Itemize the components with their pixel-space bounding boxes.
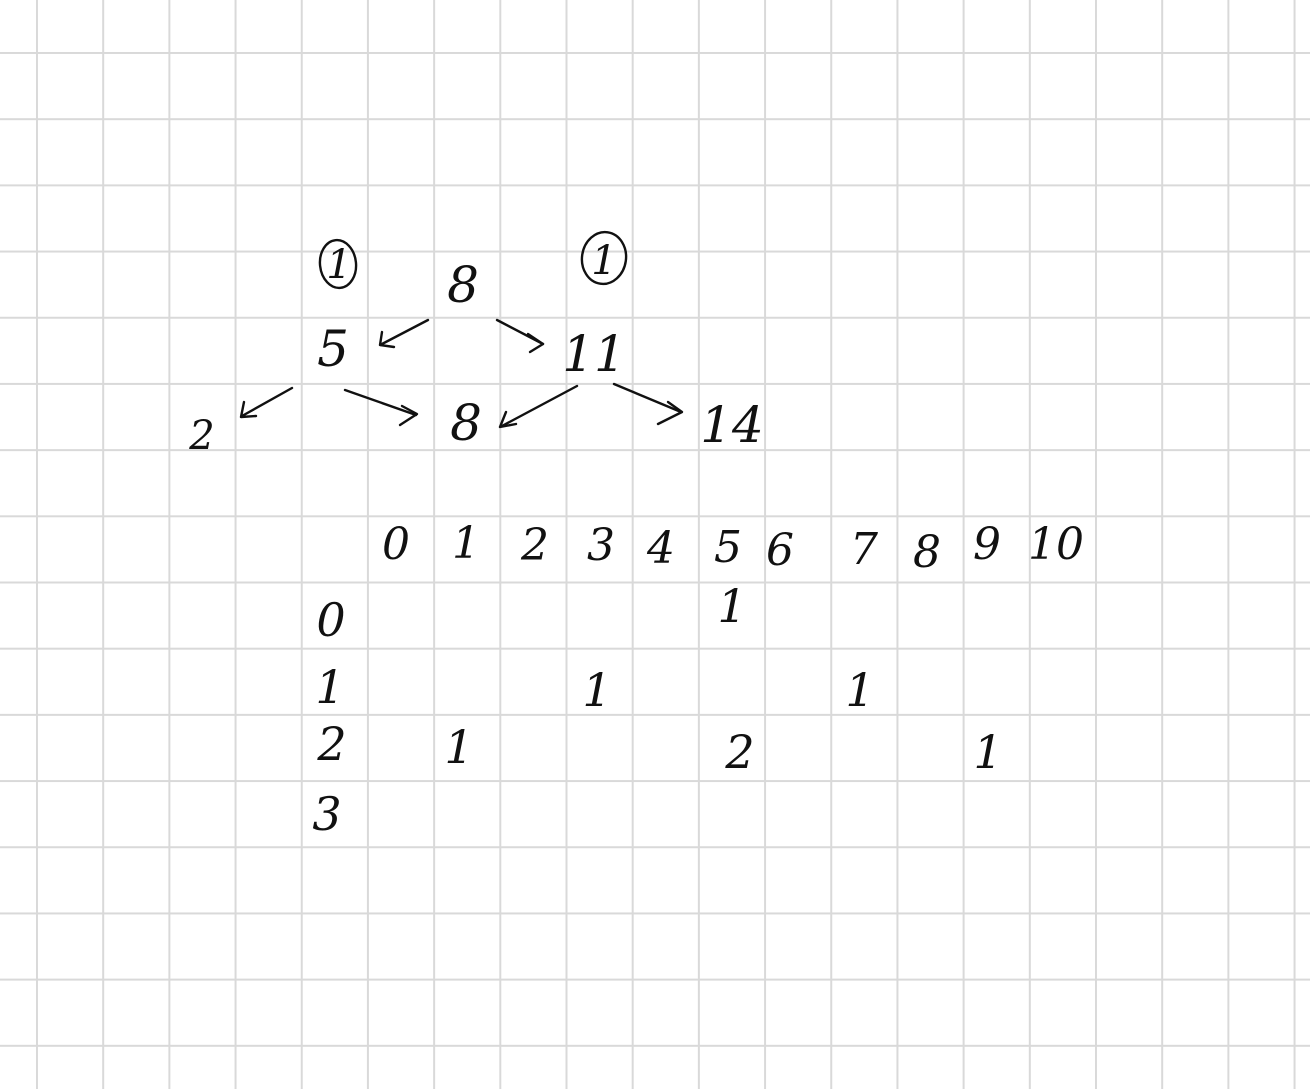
row-header: 0: [316, 593, 346, 647]
tree-left-right-node: 8: [450, 394, 482, 452]
arrow-right-to-rightright: [612, 382, 684, 426]
column-header: 9: [973, 519, 1001, 570]
tree-left-left-node: 2: [189, 413, 215, 459]
table-cell: 1: [444, 720, 474, 774]
column-header: 8: [913, 527, 941, 578]
arrow-left-to-leftright: [343, 388, 419, 427]
row-header: 3: [312, 787, 342, 841]
arrow-right-to-leftright: [498, 384, 579, 429]
row-header: 1: [315, 660, 345, 714]
left-count-circle: [318, 238, 358, 290]
column-header: 2: [521, 520, 549, 571]
table-cell: 1: [845, 663, 875, 717]
table-cell: 1: [973, 725, 1003, 779]
tree-right-right-node: 14: [700, 396, 764, 454]
row-header: 2: [317, 717, 347, 771]
table-cell: 1: [582, 663, 612, 717]
column-header: 3: [587, 520, 615, 571]
table-cell: 2: [725, 725, 755, 779]
arrow-left-to-leftleft: [239, 386, 294, 419]
table-cell: 1: [717, 579, 747, 633]
column-header: 5: [714, 522, 742, 573]
column-header: 0: [382, 519, 410, 570]
tree-right-count: 1: [591, 238, 617, 284]
arrow-root-to-right: [495, 318, 545, 354]
column-header: 4: [647, 523, 675, 574]
column-header: 6: [766, 525, 794, 576]
column-header: 10: [1028, 519, 1084, 570]
column-header: 7: [850, 524, 878, 575]
tree-right-node: 11: [562, 325, 626, 383]
arrow-root-to-left: [378, 318, 430, 349]
right-count-circle: [580, 230, 628, 286]
tree-root-node: 8: [447, 256, 479, 314]
tree-left-count: 1: [326, 242, 352, 288]
column-header: 1: [452, 518, 480, 569]
tree-left-node: 5: [317, 320, 349, 378]
